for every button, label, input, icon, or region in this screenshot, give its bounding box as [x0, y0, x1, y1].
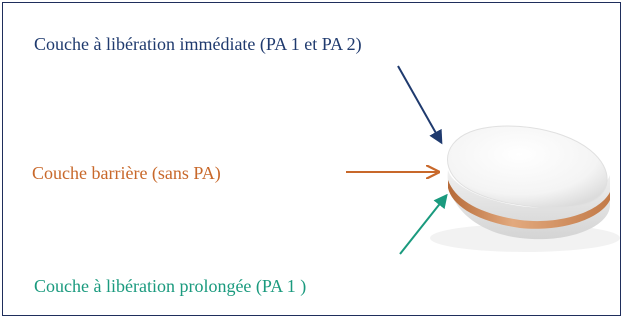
label-barrier-layer: Couche barrière (sans PA)	[32, 163, 221, 183]
arrow-extended-release	[399, 193, 448, 255]
tablet-top	[447, 125, 608, 209]
barrier-band	[448, 180, 610, 229]
label-immediate-release-layer: Couche à libération immédiate (PA 1 et P…	[34, 34, 362, 54]
label-extended-release-layer: Couche à libération prolongée (PA 1 )	[34, 276, 307, 296]
arrow-immediate-release	[397, 65, 443, 145]
